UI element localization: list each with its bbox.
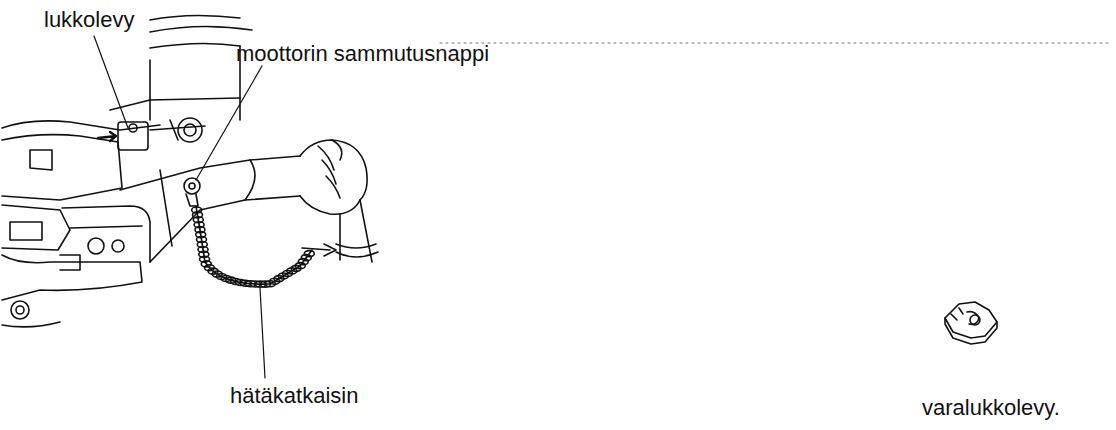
upper-unit <box>98 15 252 150</box>
part-label: lukkolevy <box>44 8 134 32</box>
spare-lock-plate <box>945 302 997 344</box>
part-label: hätäkatkaisin <box>230 384 358 408</box>
emergency-cord <box>196 206 312 284</box>
tiller-arm <box>120 156 300 262</box>
part-label: varalukkolevy. <box>922 396 1060 420</box>
stop-button <box>184 178 200 194</box>
wrist-strap <box>336 244 378 257</box>
part-label: moottorin sammutusnappi <box>236 42 489 66</box>
dotted-rule <box>440 43 1110 44</box>
engine-body <box>2 121 160 327</box>
lock-plate <box>118 122 148 150</box>
coil-loop <box>304 251 314 257</box>
leader-lines <box>94 36 265 378</box>
cord-coils <box>192 207 315 287</box>
